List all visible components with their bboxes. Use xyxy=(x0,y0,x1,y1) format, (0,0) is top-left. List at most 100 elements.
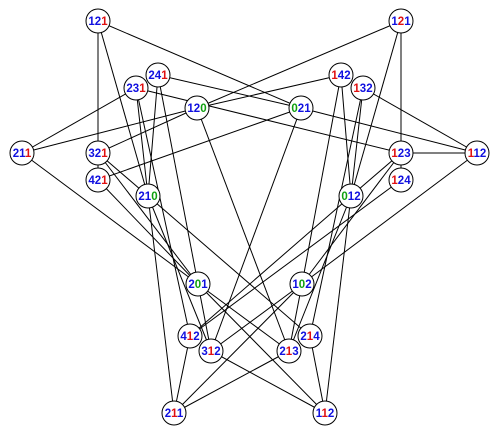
edge-n_421-n_201 xyxy=(97,179,199,285)
node-circle xyxy=(388,8,414,34)
node-label-digit: 3 xyxy=(133,83,139,95)
node-label-digit: 4 xyxy=(338,70,345,82)
node-label: 421 xyxy=(88,175,108,187)
node-circle xyxy=(288,95,314,121)
node-label-digit: 1 xyxy=(316,408,323,420)
edge-n_214-n_112_bottom xyxy=(309,335,326,414)
node-label-digit: 2 xyxy=(300,331,306,343)
node-label-digit: 2 xyxy=(148,70,154,82)
node-label: 120 xyxy=(187,103,206,115)
node-circle xyxy=(85,167,111,193)
node-circle xyxy=(312,400,338,426)
node-n_241: 241 xyxy=(145,62,171,88)
node-circle xyxy=(135,183,161,209)
node-label: 112 xyxy=(468,148,487,160)
node-label: 121 xyxy=(391,16,411,28)
edge-n_top_left_121-n_021 xyxy=(97,20,302,109)
edge-n_210-n_312 xyxy=(147,195,212,352)
node-n_top_right_121: 121 xyxy=(388,8,414,34)
node-label: 102 xyxy=(292,279,311,291)
node-label-digit: 2 xyxy=(366,83,372,95)
node-n_421: 421 xyxy=(85,167,111,193)
node-label: 012 xyxy=(341,191,360,203)
edge-n_top_right_121-n_012 xyxy=(350,20,402,197)
node-label-digit: 2 xyxy=(138,191,144,203)
node-n_231: 231 xyxy=(123,75,149,101)
node-label-digit: 1 xyxy=(177,408,184,420)
node-circle xyxy=(145,62,171,88)
node-label-digit: 1 xyxy=(353,83,360,95)
node-circle xyxy=(464,140,490,166)
node-label-digit: 2 xyxy=(305,279,311,291)
node-label-digit: 1 xyxy=(145,191,152,203)
node-label-digit: 1 xyxy=(187,103,194,115)
node-label-digit: 1 xyxy=(286,346,293,358)
node-label-digit: 1 xyxy=(101,175,108,187)
edge-n_142-n_102 xyxy=(301,74,342,285)
node-label: 321 xyxy=(88,148,108,160)
node-label-digit: 4 xyxy=(88,175,95,187)
node-label: 112 xyxy=(316,408,335,420)
node-n_132: 132 xyxy=(350,75,376,101)
node-label-digit: 1 xyxy=(473,148,480,160)
node-circle xyxy=(338,183,364,209)
node-label: 021 xyxy=(291,103,311,115)
node-n_102: 102 xyxy=(289,271,315,297)
node-circle xyxy=(85,8,111,34)
node-n_321: 321 xyxy=(85,140,111,166)
node-circle xyxy=(350,75,376,101)
node-label-digit: 2 xyxy=(126,83,132,95)
edge-n_top_left_121-n_210 xyxy=(97,20,149,197)
node-label-digit: 3 xyxy=(88,148,94,160)
node-label-digit: 2 xyxy=(194,103,200,115)
node-label: 201 xyxy=(188,279,208,291)
edge-n_top_right_121-n_120 xyxy=(196,20,402,109)
node-label-digit: 2 xyxy=(188,279,194,291)
node-label-digit: 0 xyxy=(291,103,297,115)
edge-n_211_left-n_201 xyxy=(21,152,199,285)
edge-n_241-n_201 xyxy=(157,74,199,285)
edge-n_021-n_312 xyxy=(210,107,302,352)
node-circle xyxy=(177,323,203,349)
edge-n_201-n_213 xyxy=(197,283,290,352)
node-n_124: 124 xyxy=(388,167,414,193)
edge-layer xyxy=(21,20,478,414)
node-circle xyxy=(185,271,211,297)
edge-n_102-n_211_bottom xyxy=(173,283,303,414)
node-label-digit: 1 xyxy=(187,331,194,343)
node-label-digit: 4 xyxy=(155,70,162,82)
node-label-digit: 1 xyxy=(88,16,95,28)
node-n_top_left_121: 121 xyxy=(85,8,111,34)
node-label: 124 xyxy=(391,175,411,187)
node-label-digit: 0 xyxy=(200,103,206,115)
node-label-digit: 2 xyxy=(214,346,220,358)
edge-n_120-n_321 xyxy=(97,107,198,154)
node-circle xyxy=(9,140,35,166)
node-label-digit: 4 xyxy=(180,331,187,343)
edge-n_142-n_120 xyxy=(196,74,342,109)
node-label-digit: 1 xyxy=(292,279,299,291)
edge-n_132-n_214 xyxy=(309,87,364,337)
node-label-digit: 2 xyxy=(398,148,404,160)
edge-n_120-n_213 xyxy=(196,107,290,352)
node-n_112_bottom: 112 xyxy=(312,400,338,426)
node-label-digit: 4 xyxy=(404,175,411,187)
node-label-digit: 2 xyxy=(354,191,360,203)
node-label-digit: 2 xyxy=(165,408,171,420)
node-label-digit: 1 xyxy=(307,331,314,343)
node-label: 142 xyxy=(331,70,350,82)
node-label-digit: 2 xyxy=(279,346,285,358)
node-label: 312 xyxy=(201,346,220,358)
edge-n_321-n_201 xyxy=(97,152,199,285)
node-label-digit: 0 xyxy=(151,191,157,203)
node-circle xyxy=(123,75,149,101)
node-label-digit: 1 xyxy=(391,16,398,28)
node-label-digit: 2 xyxy=(480,148,486,160)
edge-n_231-n_412 xyxy=(135,87,191,337)
edge-n_211_left-n_231 xyxy=(21,87,137,154)
edge-n_412-n_211_bottom xyxy=(173,335,191,414)
node-label: 231 xyxy=(126,83,146,95)
node-circle xyxy=(388,167,414,193)
